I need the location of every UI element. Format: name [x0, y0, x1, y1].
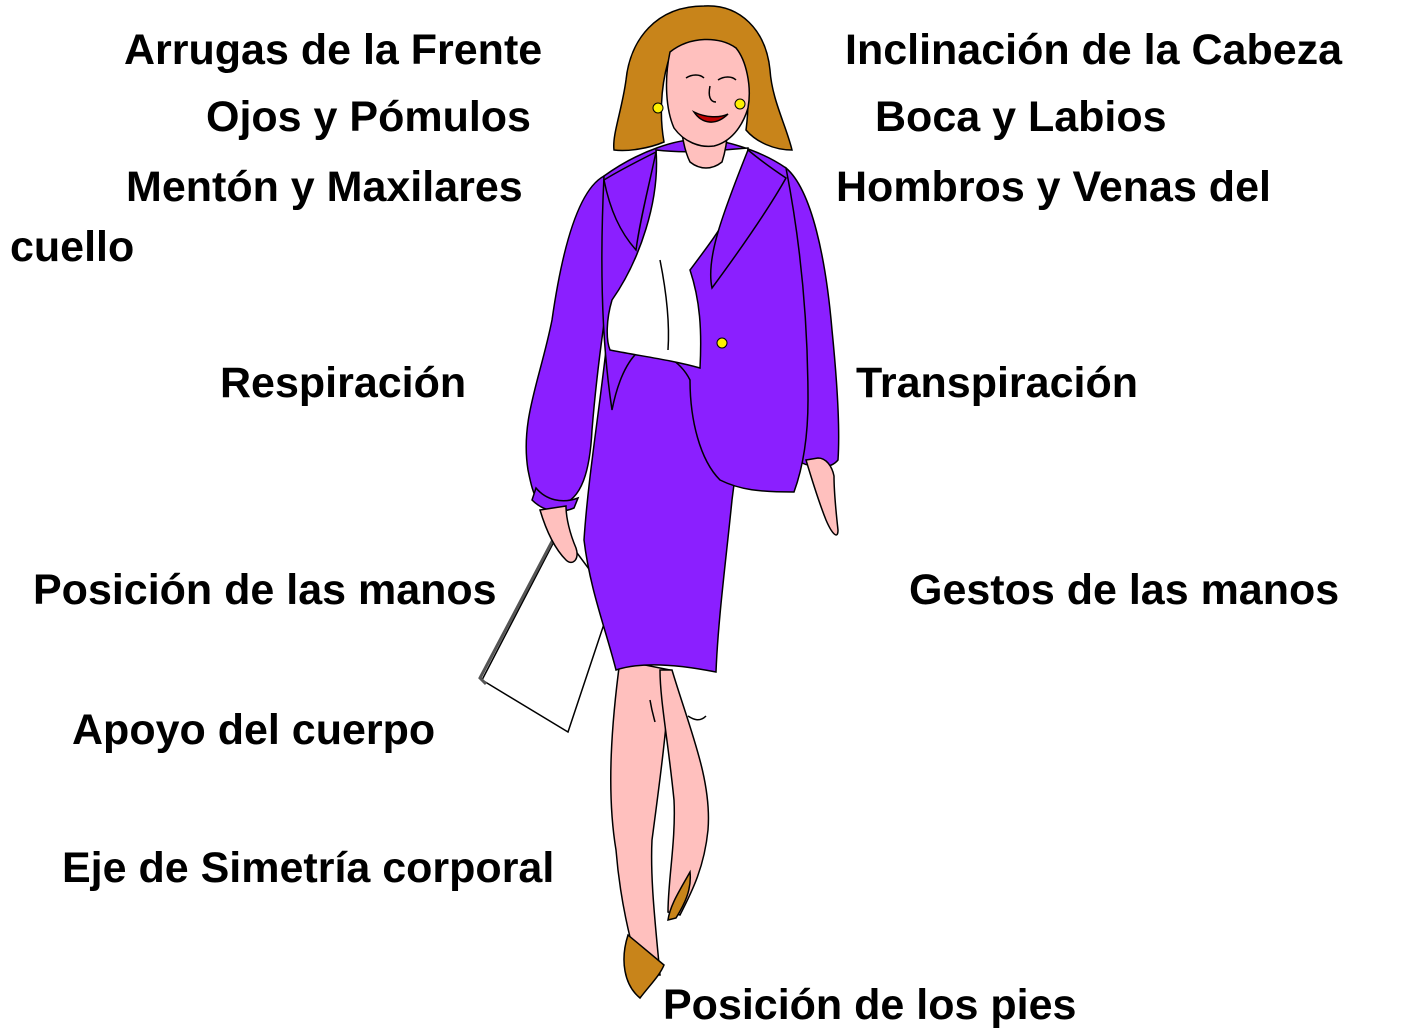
lapels	[603, 148, 787, 290]
label-eyes-cheekbones: Ojos y Pómulos	[206, 93, 531, 141]
right-earring	[734, 98, 746, 110]
right-shoe	[667, 869, 692, 921]
label-hand-gestures: Gestos de las manos	[909, 566, 1340, 614]
label-body-support: Apoyo del cuerpo	[72, 706, 436, 754]
label-chin-jaw: Mentón y Maxilares	[126, 163, 523, 211]
face	[665, 38, 751, 148]
label-perspiration: Transpiración	[856, 359, 1138, 407]
legs	[610, 659, 710, 1000]
hands	[539, 457, 839, 564]
label-feet-position: Posición de los pies	[663, 981, 1077, 1029]
label-forehead-wrinkles: Arrugas de la Frente	[124, 26, 543, 74]
blouse	[606, 147, 749, 369]
left-shoe	[623, 933, 665, 1000]
jacket-button	[716, 337, 728, 349]
label-shoulders-neck-line1: Hombros y Venas del	[836, 163, 1271, 211]
label-shoulders-neck-line2: cuello	[10, 223, 135, 271]
right-leg	[659, 669, 710, 916]
left-leg	[610, 659, 671, 976]
label-breathing: Respiración	[220, 359, 467, 407]
blouse-front	[606, 147, 749, 369]
label-mouth-lips: Boca y Labios	[875, 93, 1167, 141]
label-body-symmetry-axis: Eje de Simetría corporal	[62, 844, 555, 892]
right-hand	[805, 457, 839, 536]
left-hand	[539, 505, 578, 564]
label-hand-position: Posición de las manos	[33, 566, 497, 614]
head	[613, 5, 793, 152]
label-head-tilt: Inclinación de la Cabeza	[845, 26, 1343, 74]
mouth	[691, 110, 729, 123]
left-earring	[652, 102, 664, 114]
